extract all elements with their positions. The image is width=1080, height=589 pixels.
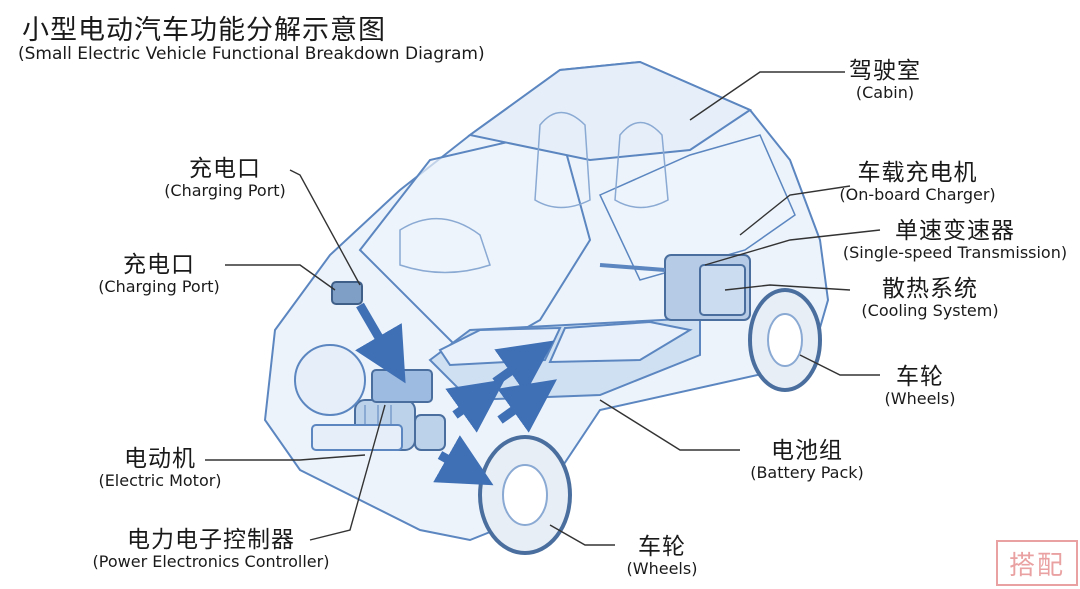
charging-port-box: [331, 281, 363, 305]
leader-lines: [205, 71, 881, 546]
label-wheels-right: 车轮 (Wheels): [884, 364, 956, 409]
rear-drive-unit: [599, 254, 751, 321]
label-cabin: 驾驶室 (Cabin): [849, 58, 921, 103]
label-electric-motor: 电动机 (Electric Motor): [98, 446, 222, 491]
watermark-stamp: 搭配: [996, 540, 1078, 586]
label-power-controller: 电力电子控制器 (Power Electronics Controller): [92, 527, 330, 572]
rear-wheel: [748, 288, 822, 392]
page-subtitle: (Small Electric Vehicle Functional Break…: [18, 44, 485, 64]
energy-flow-arrows: [355, 302, 557, 486]
label-charging-port-top: 充电口 (Charging Port): [164, 156, 286, 201]
side-window: [598, 134, 796, 281]
label-charging-port: 充电口 (Charging Port): [98, 252, 220, 297]
label-transmission: 单速变速器 (Single-speed Transmission): [842, 218, 1068, 263]
label-onboard-charger: 车载充电机 (On-board Charger): [839, 160, 996, 205]
front-grill: [294, 344, 403, 451]
front-wheel: [478, 435, 572, 555]
page-title: 小型电动汽车功能分解示意图: [22, 15, 386, 46]
label-wheels-bottom: 车轮 (Wheels): [626, 534, 698, 579]
seats: [399, 111, 669, 274]
power-controller: [371, 369, 433, 403]
label-cooling-system: 散热系统 (Cooling System): [861, 276, 999, 321]
label-battery-pack: 电池组 (Battery Pack): [750, 438, 864, 483]
